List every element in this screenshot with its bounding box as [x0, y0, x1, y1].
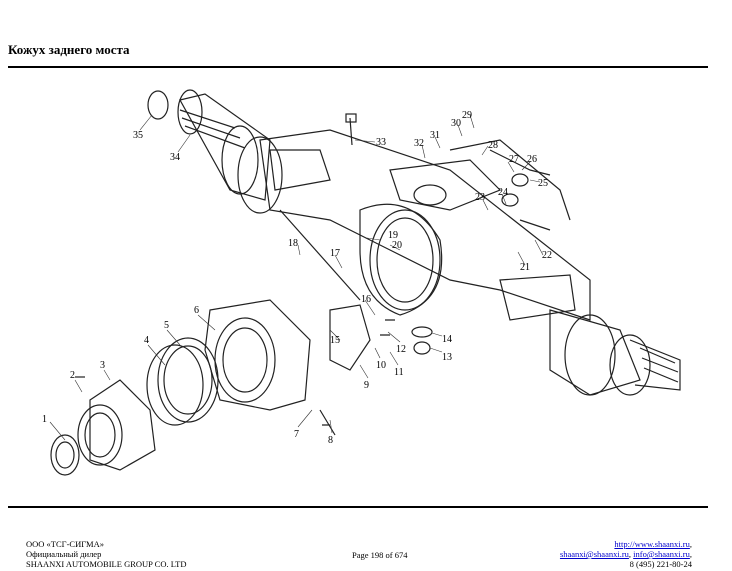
differential-carrier	[204, 299, 371, 411]
callout-16: 16	[361, 294, 371, 305]
callout-27: 27	[509, 154, 519, 165]
website-suffix: ,	[689, 539, 692, 549]
right-spindle	[499, 274, 681, 396]
email-link-shaanxi[interactable]: shaanxi@shaanxi.ru	[559, 549, 629, 559]
rear-cover	[77, 379, 156, 471]
axle-housing-drawing: 1 2 3 4 5 6 7 8 9 10 11 12 13 14 15 16 1…	[42, 89, 681, 476]
callout-13: 13	[442, 352, 452, 363]
callout-34: 34	[170, 152, 180, 163]
email-separator: ,	[628, 549, 634, 559]
page-number: Page 198 of 674	[352, 550, 408, 560]
callout-26: 26	[527, 154, 537, 165]
callout-14: 14	[442, 334, 452, 345]
brake-rod-assembly	[449, 139, 571, 231]
callout-7: 7	[294, 429, 299, 440]
left-spindle	[177, 89, 283, 214]
footer-dealer: Официальный дилер	[26, 549, 102, 559]
header-rule	[8, 66, 708, 68]
drain-plug	[413, 341, 431, 355]
email-link-info[interactable]: info@shaanxi.ru	[633, 549, 690, 559]
lock-ring	[147, 90, 169, 120]
callout-30: 30	[451, 118, 461, 129]
callout-8: 8	[328, 435, 333, 446]
plug-washer	[411, 326, 433, 338]
footer-contacts-block: http://www.shaanxi.ru, shaanxi@shaanxi.r…	[560, 539, 692, 569]
callout-3: 3	[100, 360, 105, 371]
callout-21: 21	[520, 262, 530, 273]
callout-2: 2	[70, 370, 75, 381]
callout-31: 31	[430, 130, 440, 141]
callout-19: 19	[388, 230, 398, 241]
callout-1: 1	[42, 414, 47, 425]
seal-ring	[50, 434, 80, 476]
callout-18: 18	[288, 238, 298, 249]
callout-24: 24	[498, 187, 508, 198]
callout-35: 35	[133, 130, 143, 141]
exploded-axle-housing-diagram: 1 2 3 4 5 6 7 8 9 10 11 12 13 14 15 16 1…	[30, 80, 710, 500]
callout-33: 33	[376, 137, 386, 148]
callout-20: 20	[392, 240, 402, 251]
main-housing-beam	[259, 129, 591, 321]
callout-28: 28	[488, 140, 498, 151]
website-link[interactable]: http://www.shaanxi.ru	[614, 539, 690, 549]
gaskets	[146, 337, 219, 426]
callout-12: 12	[396, 344, 406, 355]
callout-22: 22	[542, 250, 552, 261]
callout-11: 11	[394, 367, 404, 378]
callout-10: 10	[376, 360, 386, 371]
callout-29: 29	[462, 110, 472, 121]
footer-manufacturer: SHAANXI AUTOMOBILE GROUP CO. LTD	[26, 559, 187, 569]
callout-25: 25	[538, 178, 548, 189]
callout-32: 32	[414, 138, 424, 149]
footer-company-block: ООО «ТСГ-СИГМА» Официальный дилер SHAANX…	[26, 539, 187, 569]
email-suffix: ,	[689, 549, 692, 559]
footer-phone: 8 (495) 221-80-24	[629, 559, 692, 569]
callout-9: 9	[364, 380, 369, 391]
page-title: Кожух заднего моста	[8, 42, 130, 57]
callout-5: 5	[164, 320, 169, 331]
footer-rule	[8, 506, 708, 508]
footer-company: ООО «ТСГ-СИГМА»	[26, 539, 104, 549]
callout-6: 6	[194, 305, 199, 316]
callout-23: 23	[475, 192, 485, 203]
callout-15: 15	[330, 335, 340, 346]
callout-4: 4	[144, 335, 149, 346]
callout-17: 17	[330, 248, 340, 259]
